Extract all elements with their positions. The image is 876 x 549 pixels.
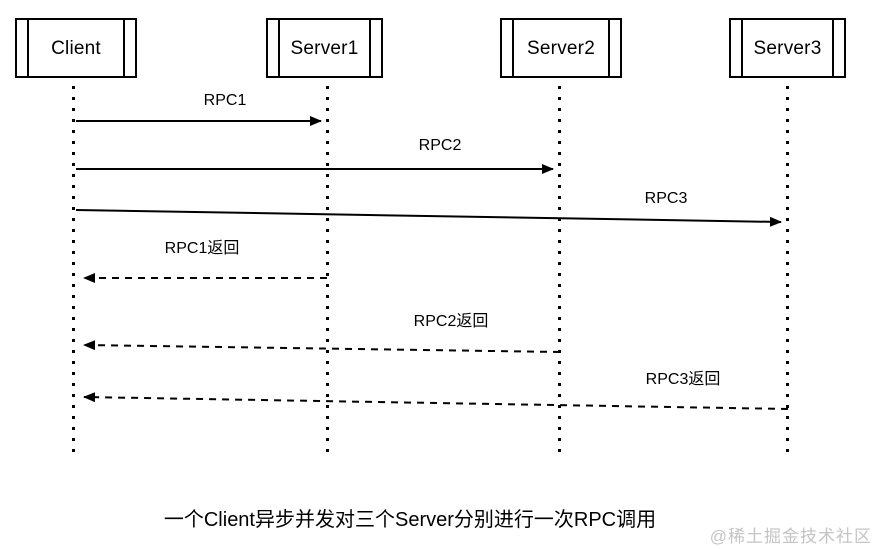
lifeline-client bbox=[72, 86, 75, 460]
diagram-caption: 一个Client异步并发对三个Server分别进行一次RPC调用 bbox=[163, 509, 657, 531]
lifeline-server1 bbox=[326, 86, 329, 460]
rpc3-call-arrow bbox=[75, 209, 782, 227]
message-label-rpc2: RPC2 bbox=[418, 137, 462, 154]
actor-box-server2: Server2 bbox=[500, 18, 622, 78]
rpc3-return-arrow bbox=[83, 392, 789, 410]
actor-box-server1: Server1 bbox=[266, 18, 383, 78]
actor-box-server3: Server3 bbox=[729, 18, 846, 78]
rpc2-return-arrow bbox=[83, 340, 561, 353]
actor-box-client: Client bbox=[15, 18, 137, 78]
message-label-rpc3-return: RPC3返回 bbox=[645, 371, 721, 388]
message-label-rpc1: RPC1 bbox=[203, 92, 247, 109]
lifeline-server2 bbox=[558, 86, 561, 460]
actor-label-server2: Server2 bbox=[527, 37, 595, 59]
lifeline-server3 bbox=[786, 86, 789, 460]
message-label-rpc2-return: RPC2返回 bbox=[413, 313, 489, 330]
message-label-rpc3: RPC3 bbox=[644, 190, 688, 207]
actor-label-server3: Server3 bbox=[753, 37, 822, 59]
message-label-rpc1-return: RPC1返回 bbox=[164, 240, 240, 257]
actor-label-server1: Server1 bbox=[290, 37, 359, 59]
actor-label-client: Client bbox=[51, 37, 101, 59]
watermark: @稀土掘金技术社区 bbox=[709, 527, 872, 546]
